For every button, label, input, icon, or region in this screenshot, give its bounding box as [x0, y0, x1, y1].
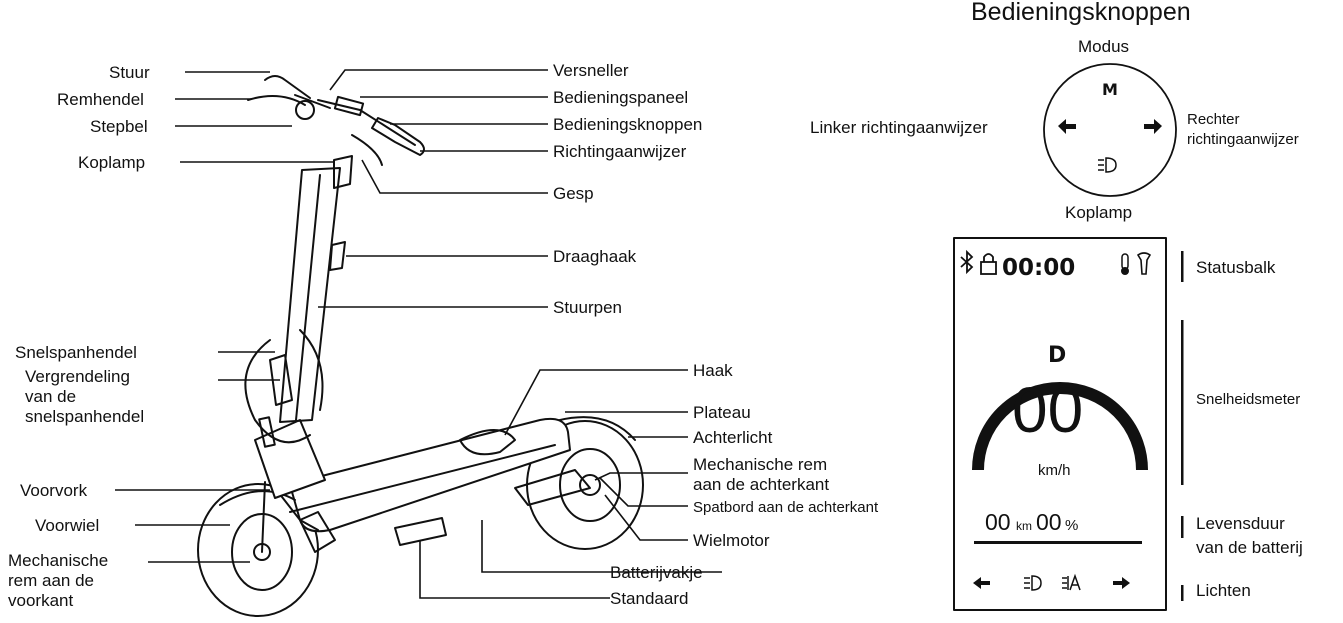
label-standaard: Standaard — [610, 589, 688, 608]
battery-unit: % — [1065, 517, 1078, 534]
wrench-icon — [1136, 252, 1152, 275]
headlight-icon — [1024, 575, 1042, 591]
label-remhendel: Remhendel — [57, 90, 144, 109]
speed-unit: km/h — [1038, 462, 1071, 479]
status-bar: 00:00 — [960, 249, 1152, 281]
scooter-labels: Stuur Remhendel Stepbel Koplamp Versnell… — [8, 61, 879, 610]
label-gesp: Gesp — [553, 184, 594, 203]
headlight-icon — [1098, 157, 1117, 173]
km-unit: km — [1016, 519, 1032, 533]
label-rechter-2: richtingaanwijzer — [1187, 131, 1299, 148]
display-frame — [953, 237, 1167, 611]
label-wielmotor: Wielmotor — [693, 531, 770, 550]
label-modus: Modus — [1078, 37, 1129, 56]
label-achterlicht: Achterlicht — [693, 428, 773, 447]
label-plateau: Plateau — [693, 403, 751, 422]
right-arrow-icon — [1113, 577, 1130, 589]
display-labels: Statusbalk Snelheidsmeter Levensduur van… — [1181, 251, 1303, 601]
leader-lines — [115, 69, 722, 599]
speed-arc — [972, 382, 1148, 471]
label-voorvork: Voorvork — [20, 481, 88, 500]
speedometer: D 00 km/h — [972, 343, 1148, 479]
label-levensduur-1: Levensduur — [1196, 514, 1285, 533]
scooter-illustration — [197, 75, 644, 617]
display-time: 00:00 — [1002, 255, 1075, 281]
label-richtingaanwijzer: Richtingaanwijzer — [553, 142, 687, 161]
label-snelspanhendel: Snelspanhendel — [15, 343, 137, 362]
label-bedieningspaneel: Bedieningspaneel — [553, 88, 688, 107]
label-levensduur-2: van de batterij — [1196, 538, 1303, 557]
thermometer-icon — [1121, 253, 1129, 275]
label-linker: Linker richtingaanwijzer — [810, 118, 988, 137]
control-button-ring — [1043, 63, 1177, 197]
label-koplamp: Koplamp — [78, 153, 145, 172]
label-vergrendeling-1: Vergrendeling — [25, 367, 130, 386]
label-batterijvakje: Batterijvakje — [610, 563, 703, 582]
battery-row: 00 km 00 % — [974, 509, 1142, 544]
bluetooth-icon — [960, 249, 974, 275]
label-haak: Haak — [693, 361, 733, 380]
label-rechter-1: Rechter — [1187, 111, 1240, 128]
label-mech-rem-achter-1: Mechanische rem — [693, 455, 827, 474]
km-value: 00 — [985, 509, 1011, 535]
label-statusbalk: Statusbalk — [1196, 258, 1276, 277]
battery-value: 00 — [1036, 509, 1062, 535]
label-lichten: Lichten — [1196, 581, 1251, 600]
label-snelheidsmeter: Snelheidsmeter — [1196, 391, 1300, 408]
display-panel: 00:00 D 00 km/h 00 km 00 % — [953, 237, 1167, 611]
label-vergrendeling-2: van de — [25, 387, 76, 406]
label-koplamp-button: Koplamp — [1065, 203, 1132, 222]
speed-value: 00 — [1012, 374, 1083, 446]
battery-bar — [974, 541, 1142, 544]
buttons-title: Bedieningsknoppen — [971, 0, 1191, 26]
right-arrow-icon — [1144, 119, 1162, 134]
label-stuurpen: Stuurpen — [553, 298, 622, 317]
gear-indicator: D — [1048, 343, 1066, 368]
left-arrow-icon — [1058, 119, 1076, 134]
left-arrow-icon — [973, 577, 990, 589]
auto-light-icon — [1062, 573, 1081, 591]
buttons-panel: Bedieningsknoppen Modus M Linker richtin… — [810, 0, 1299, 222]
label-stuur: Stuur — [109, 63, 150, 82]
label-spatbord: Spatbord aan de achterkant — [693, 499, 879, 516]
lights-row — [973, 573, 1130, 591]
label-mech-rem-voor-1: Mechanische — [8, 551, 108, 570]
mode-letter: M — [1102, 80, 1118, 99]
label-voorwiel: Voorwiel — [35, 516, 99, 535]
label-draaghaak: Draaghaak — [553, 247, 637, 266]
label-versneller: Versneller — [553, 61, 629, 80]
label-stepbel: Stepbel — [90, 117, 148, 136]
label-mech-rem-voor-3: voorkant — [8, 591, 73, 610]
label-vergrendeling-3: snelspanhendel — [25, 407, 144, 426]
label-bedieningsknoppen: Bedieningsknoppen — [553, 115, 702, 134]
label-mech-rem-voor-2: rem aan de — [8, 571, 94, 590]
lock-icon — [980, 253, 997, 275]
label-mech-rem-achter-2: aan de achterkant — [693, 475, 829, 494]
